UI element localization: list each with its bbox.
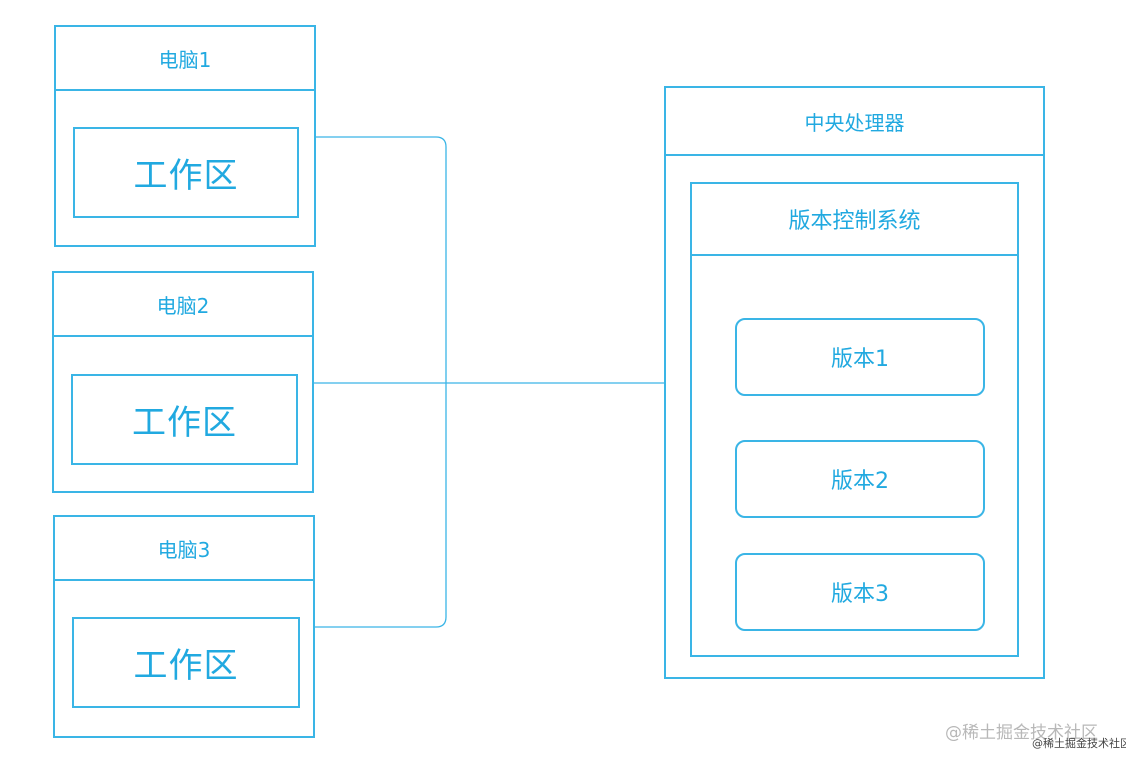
computer-2-title: 电脑2 [54,273,312,337]
watermark: @稀土掘金技术社区 [945,723,1098,743]
cpu-box: 中央处理器 版本控制系统 版本1 版本2 版本3 [664,86,1045,679]
watermark-overlay: @稀土掘金技术社区 [1032,737,1126,750]
version-1: 版本1 [735,318,985,396]
computer-3: 电脑3 工作区 [53,515,315,738]
connector-computer1 [315,136,447,383]
vcs-title: 版本控制系统 [692,184,1017,256]
computer-3-workspace: 工作区 [72,617,300,708]
computer-1-title: 电脑1 [56,27,314,91]
computer-2-workspace: 工作区 [71,374,298,465]
computer-2: 电脑2 工作区 [52,271,314,493]
vcs-box: 版本控制系统 版本1 版本2 版本3 [690,182,1019,657]
version-2: 版本2 [735,440,985,518]
connector-computer3 [315,383,447,628]
computer-1-workspace: 工作区 [73,127,299,218]
cpu-title: 中央处理器 [666,88,1043,156]
version-3: 版本3 [735,553,985,631]
computer-3-title: 电脑3 [55,517,313,581]
computer-1: 电脑1 工作区 [54,25,316,247]
